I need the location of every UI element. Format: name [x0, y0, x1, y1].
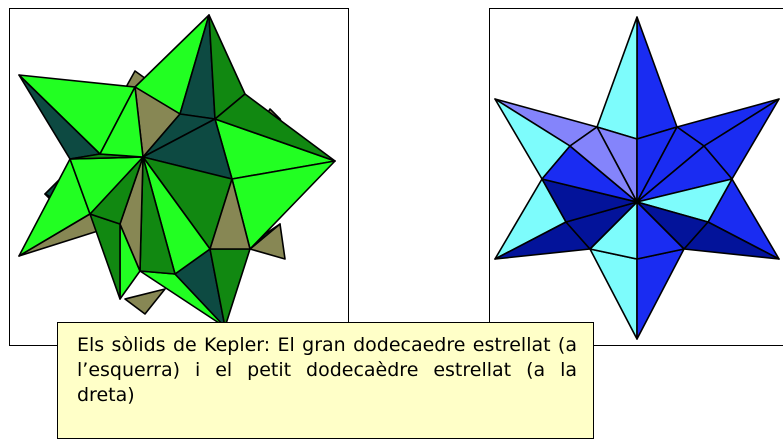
great-stellated-dodecahedron-face-35	[209, 178, 251, 250]
small-stellated-dodecahedron-face-1	[636, 16, 678, 140]
small-stellated-dodecahedron-figure	[494, 16, 780, 340]
great-stellated-dodecahedron-face-15	[214, 93, 336, 162]
great-stellated-dodecahedron-face-34	[99, 86, 144, 158]
small-stellated-dodecahedron-face-2	[596, 16, 638, 140]
small-stellated-dodecahedron-face-12	[636, 248, 685, 340]
great-stellated-dodecahedron-face-8	[124, 288, 166, 315]
small-stellated-dodecahedron-face-24	[569, 126, 638, 203]
right-figure-panel	[489, 8, 783, 346]
caption-text: Els sòlids de Kepler: El gran dodecaedre…	[77, 334, 577, 406]
small-stellated-dodecahedron-face-11	[589, 248, 638, 340]
great-stellated-dodecahedron-face-23	[89, 213, 121, 300]
great-stellated-dodecahedron-figure	[18, 14, 336, 328]
caption-box: Els sòlids de Kepler: El gran dodecaedre…	[57, 322, 594, 439]
left-figure-panel	[9, 8, 349, 346]
